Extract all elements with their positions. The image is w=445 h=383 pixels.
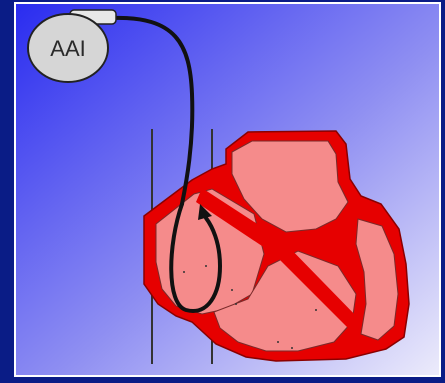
aai-pacemaker-diagram: AAI (16, 4, 439, 375)
pacemaker-mode-label: AAI (50, 36, 85, 61)
diagram-panel: AAI (14, 2, 441, 377)
